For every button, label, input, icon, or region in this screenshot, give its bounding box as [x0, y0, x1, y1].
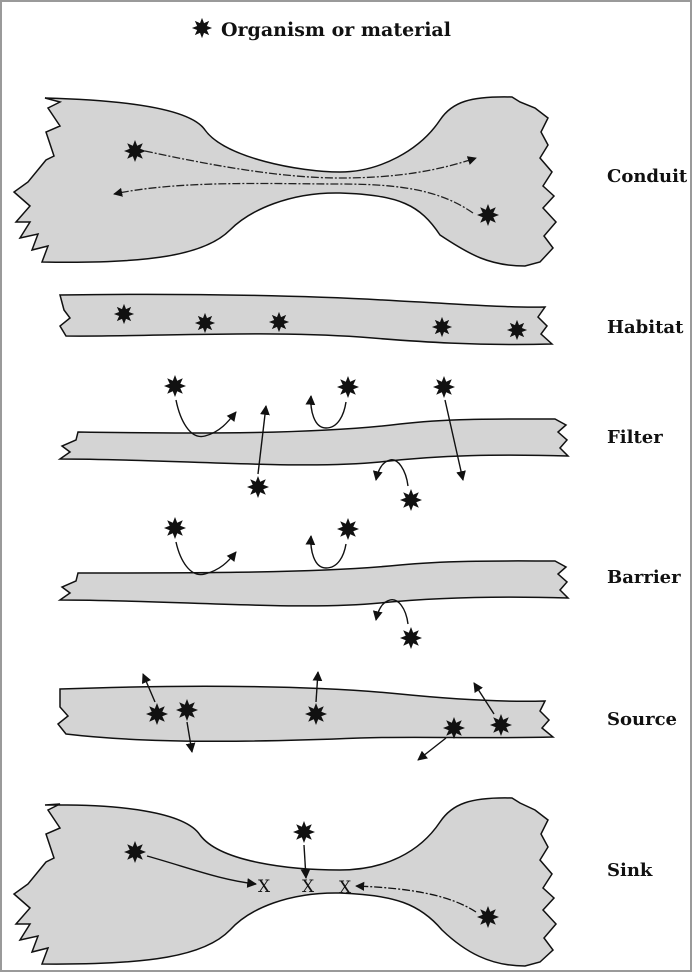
organism-icon	[293, 821, 315, 843]
panel-conduit: Conduit	[14, 97, 688, 266]
label-source: Source	[607, 709, 677, 730]
conduit-corridor-shape	[14, 97, 556, 266]
sink-marker-x: X	[339, 878, 352, 898]
organism-icon	[195, 313, 215, 333]
organism-icon	[114, 304, 134, 324]
panel-filter: Filter	[60, 375, 663, 511]
organism-icon	[176, 699, 198, 721]
emit-arrow	[418, 738, 446, 760]
organism-icon	[247, 476, 269, 498]
organism-icon	[337, 376, 359, 398]
label-conduit: Conduit	[607, 166, 688, 187]
deflect-arrow	[376, 460, 408, 486]
sink-marker-x: X	[302, 877, 315, 897]
organism-icon	[164, 375, 186, 397]
filter-corridor-shape	[60, 419, 568, 465]
organism-icon	[337, 518, 359, 540]
label-habitat: Habitat	[607, 317, 684, 338]
legend-label: Organism or material	[221, 19, 451, 41]
barrier-corridor-shape	[60, 561, 568, 606]
legend: Organism or material	[192, 18, 451, 41]
organism-icon	[124, 841, 146, 863]
organism-icon	[269, 312, 289, 332]
organism-icon	[146, 703, 168, 725]
starburst-icon	[192, 18, 212, 38]
sink-corridor-shape	[14, 798, 556, 966]
organism-icon	[490, 714, 512, 736]
deflect-arrow	[311, 396, 346, 428]
organism-icon	[164, 517, 186, 539]
panel-sink: X X X Sink	[14, 798, 653, 966]
organism-icon	[400, 489, 422, 511]
organism-icon	[400, 627, 422, 649]
deflect-arrow	[311, 536, 346, 568]
organism-icon	[433, 376, 455, 398]
label-barrier: Barrier	[607, 567, 681, 588]
deflect-arrow	[176, 542, 236, 575]
habitat-corridor-shape	[60, 294, 552, 344]
panel-habitat: Habitat	[60, 294, 684, 344]
panel-barrier: Barrier	[60, 517, 681, 649]
organism-icon	[477, 906, 499, 928]
deflect-arrow	[176, 400, 236, 437]
organism-icon	[507, 320, 527, 340]
sink-marker-x: X	[258, 877, 271, 897]
organism-icon	[305, 703, 327, 725]
panel-source: Source	[58, 672, 677, 760]
label-filter: Filter	[607, 427, 663, 448]
organism-icon	[432, 317, 452, 337]
organism-icon	[124, 140, 146, 162]
organism-icon	[477, 204, 499, 226]
source-corridor-shape	[58, 686, 553, 741]
organism-icon	[443, 717, 465, 739]
label-sink: Sink	[607, 860, 653, 881]
